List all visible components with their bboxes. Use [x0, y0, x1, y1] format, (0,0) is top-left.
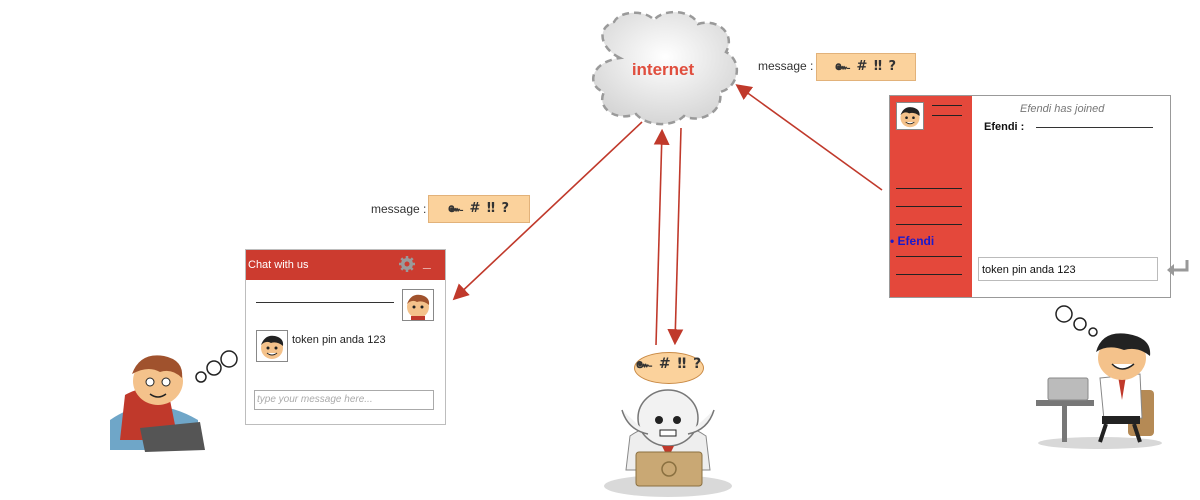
chat-message-input[interactable]: token pin anda 123 [978, 257, 1158, 281]
chat-message-text: token pin anda 123 [292, 334, 386, 346]
arrow-cloud-to-left-user [452, 121, 643, 301]
arrow-right-user-to-cloud [735, 84, 883, 191]
arrow-hacker-to-cloud [653, 128, 670, 346]
user-list-line [932, 115, 962, 116]
arrow-cloud-to-hacker [667, 127, 684, 346]
right-chat-panel: • Efendi Efendi has joined Efendi : toke… [889, 95, 1171, 298]
hacker-illustration [604, 389, 732, 497]
message-top-label: message : [758, 59, 814, 73]
user-list-line [896, 256, 962, 257]
cloud-label: internet [631, 60, 695, 79]
gear-icon[interactable] [398, 255, 416, 273]
user-list-sidebar: • Efendi [890, 96, 972, 297]
user-list-line [896, 274, 962, 275]
hidden-message-line [256, 302, 394, 303]
message-left-payload: ๛ # ‼ ? [428, 195, 530, 223]
avatar [896, 102, 924, 130]
minimize-button[interactable]: _ [423, 254, 431, 270]
left-user-illustration [110, 350, 238, 452]
internet-cloud [592, 11, 739, 126]
right-user-illustration [1036, 305, 1162, 449]
avatar [256, 330, 288, 362]
message-left-label: message : [371, 202, 427, 216]
hidden-message-line [1036, 127, 1153, 128]
chat-widget: Chat with us _ token pin anda 123 t [245, 249, 446, 425]
message-top-payload: ๛ # ‼ ? [816, 53, 916, 81]
joined-notice: Efendi has joined [1020, 103, 1105, 115]
user-list-line [896, 188, 962, 189]
sender-label: Efendi : [984, 121, 1025, 133]
user-list-line [896, 206, 962, 207]
user-list-line [932, 105, 962, 106]
sidebar-user-efendi[interactable]: • Efendi [890, 234, 935, 248]
avatar [402, 289, 434, 321]
user-list-line [896, 224, 962, 225]
chat-header: Chat with us _ [246, 250, 445, 280]
hacker-thought-bubble: ๛ # ‼ ? [634, 352, 704, 384]
enter-icon[interactable] [1165, 258, 1191, 278]
chat-title: Chat with us [248, 259, 309, 271]
chat-message-input[interactable]: type your message here... [254, 390, 434, 410]
